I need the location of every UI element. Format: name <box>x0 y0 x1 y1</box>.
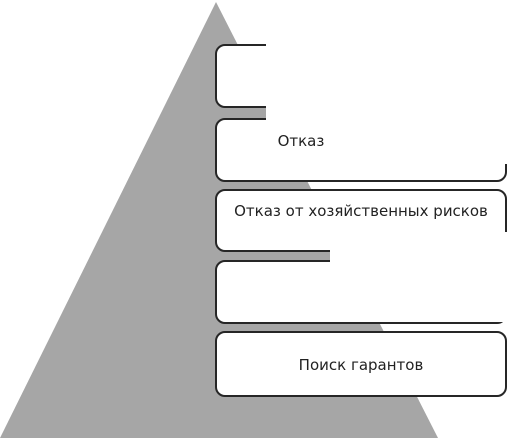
redaction-patch <box>266 288 511 322</box>
redaction-patch <box>328 104 511 164</box>
pyramid-level-3-label: Отказ от хозяйственных рисков <box>234 202 488 220</box>
redaction-patch <box>330 232 511 290</box>
pyramid-level-5: Поиск гарантов <box>215 331 507 397</box>
pyramid-level-5-label: Поиск гарантов <box>298 356 424 374</box>
